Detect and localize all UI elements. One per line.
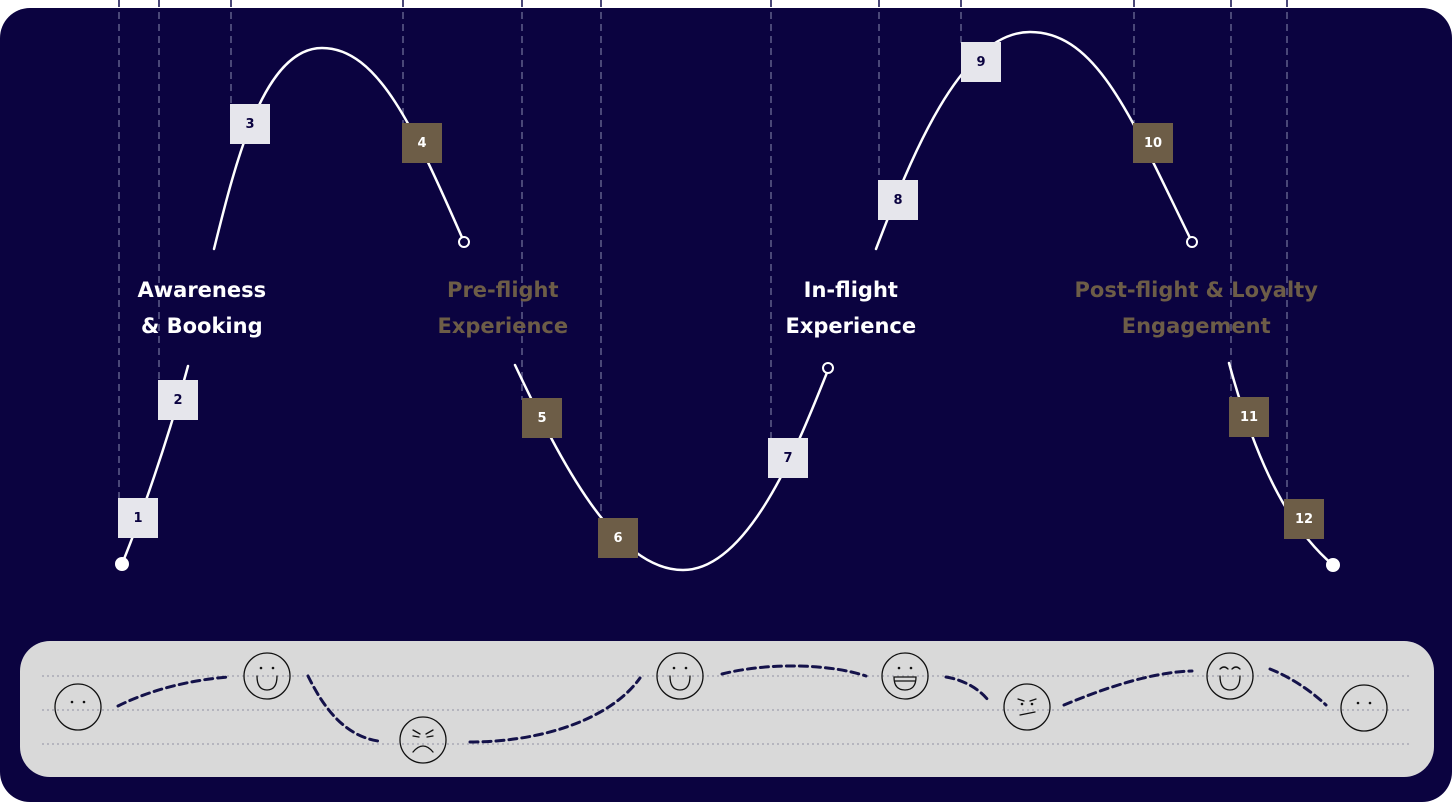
face-eye	[1030, 702, 1034, 706]
smiling-face-icon	[243, 652, 291, 700]
face-outline	[1003, 683, 1051, 731]
angry-face-icon	[399, 716, 447, 764]
face-mouth	[1219, 675, 1241, 691]
journey-curve-segment	[1227, 361, 1335, 567]
face-eye	[412, 735, 434, 738]
phase-label-line: Pre-flight	[447, 278, 559, 302]
face-eye	[271, 666, 275, 670]
touchpoint-marker-11: 11	[1229, 397, 1269, 437]
phase-label-line: Experience	[437, 314, 569, 338]
phase-label-line: & Booking	[140, 314, 263, 338]
neutral-face-icon	[1340, 684, 1388, 732]
touchpoint-marker-1: 1	[118, 498, 158, 538]
face-eye	[82, 700, 86, 704]
face-mouth	[1019, 711, 1036, 716]
phase-label-awareness: Awareness & Booking	[138, 272, 267, 344]
emotion-panel	[20, 641, 1434, 777]
phase-label-line: In-flight	[803, 278, 898, 302]
face-eye	[70, 700, 74, 704]
laughing-face-icon	[881, 652, 929, 700]
touchpoint-marker-7: 7	[768, 438, 808, 478]
emotion-path-segment	[1062, 669, 1194, 707]
touchpoint-marker-9: 9	[961, 42, 1001, 82]
face-outline	[54, 683, 102, 731]
curve-node	[458, 236, 470, 248]
phase-label-line: Experience	[785, 314, 917, 338]
face-eye	[684, 666, 688, 670]
emotion-path-segment	[1268, 667, 1328, 707]
phase-label-line: Engagement	[1121, 314, 1271, 338]
touchpoint-marker-3: 3	[230, 104, 270, 144]
face-outline	[1340, 684, 1388, 732]
touchpoint-marker-10: 10	[1133, 123, 1173, 163]
emotion-path-segment	[468, 676, 642, 744]
face-mouth	[893, 676, 917, 691]
face-outline	[1206, 652, 1254, 700]
emotion-path-segment	[116, 675, 230, 708]
face-eye	[897, 666, 901, 670]
curve-node	[1326, 558, 1340, 572]
face-outline	[399, 716, 447, 764]
face-eye	[1356, 701, 1360, 705]
touchpoint-marker-5: 5	[522, 398, 562, 438]
neutral-face-icon	[54, 683, 102, 731]
emotion-path-segment	[306, 674, 380, 743]
curve-node	[1186, 236, 1198, 248]
emotion-path-segment	[944, 675, 990, 702]
phase-label-line: Awareness	[137, 278, 267, 302]
face-brow	[412, 729, 434, 735]
emotion-path-segment	[720, 664, 868, 678]
face-eye	[1020, 702, 1024, 706]
face-eye	[259, 666, 263, 670]
face-mouth	[669, 675, 691, 691]
touchpoint-marker-2: 2	[158, 380, 198, 420]
touchpoint-marker-8: 8	[878, 180, 918, 220]
face-outline	[656, 652, 704, 700]
curve-node	[822, 362, 834, 374]
phase-label-line: Post-flight & Loyalty	[1074, 278, 1318, 302]
touchpoint-marker-4: 4	[402, 123, 442, 163]
face-mouth	[412, 745, 434, 753]
face-outline	[881, 652, 929, 700]
touchpoint-marker-6: 6	[598, 518, 638, 558]
face-outline	[243, 652, 291, 700]
face-mouth	[256, 675, 278, 691]
face-eye	[672, 666, 676, 670]
touchpoint-marker-12: 12	[1284, 499, 1324, 539]
curve-node	[115, 557, 129, 571]
face-eye	[1368, 701, 1372, 705]
content-face-icon	[1206, 652, 1254, 700]
face-brow	[1017, 698, 1037, 702]
skeptical-face-icon	[1003, 683, 1051, 731]
smiling-face-icon	[656, 652, 704, 700]
face-eye	[909, 666, 913, 670]
face-eye	[1219, 666, 1241, 670]
